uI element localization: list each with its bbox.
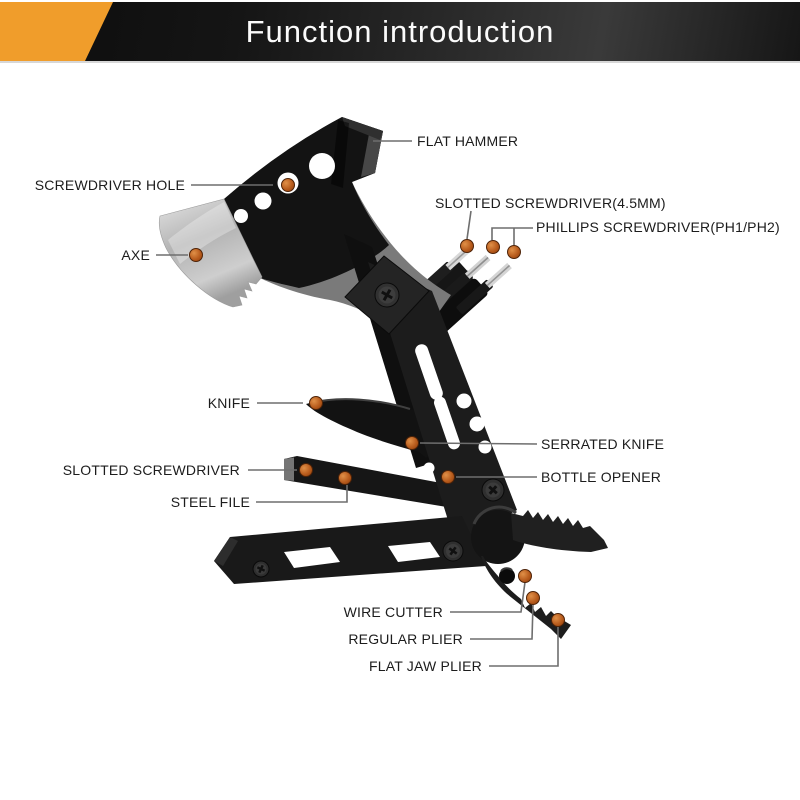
leader-flat-jaw-plier	[489, 626, 559, 667]
head-hole-large	[309, 153, 335, 179]
axe-blade-icon	[158, 198, 263, 308]
hammer-head-icon	[361, 131, 383, 177]
callout-axe: AXE	[121, 247, 150, 263]
leader-steel-file	[256, 485, 348, 503]
leader-regular-plier	[470, 603, 534, 640]
callout-wire-cutter: WIRE CUTTER	[343, 604, 443, 620]
dot-phillips-2	[507, 245, 521, 259]
handle-slot-cutout	[284, 547, 340, 568]
leader-wire-cutter	[450, 581, 526, 613]
dot-steel-file	[338, 471, 352, 485]
head-hole-smallest	[234, 209, 248, 223]
dot-regular-plier	[526, 591, 540, 605]
handle-hole	[478, 440, 492, 454]
handle-hole	[469, 416, 485, 432]
plier-upper-jaw	[511, 510, 608, 552]
dot-phillips-1	[486, 240, 500, 254]
dot-knife	[309, 396, 323, 410]
dot-screwdriver-hole	[281, 178, 295, 192]
boss-highlight	[472, 505, 517, 525]
callout-knife: KNIFE	[207, 395, 250, 411]
hammer-top-bevel	[342, 117, 383, 140]
callout-bottle-opener: BOTTLE OPENER	[541, 469, 662, 485]
dot-axe	[189, 248, 203, 262]
plier-pivot-boss	[471, 510, 525, 564]
blade-highlight	[168, 202, 236, 264]
bottle-opener-notch	[423, 462, 435, 474]
callout-dots	[189, 178, 565, 627]
handle-end-cap	[214, 537, 238, 566]
screw-icon	[252, 560, 270, 578]
callout-serrated-knife: SERRATED KNIFE	[541, 436, 665, 452]
handle-slot-cutout	[388, 542, 440, 562]
handle-hole	[456, 393, 472, 409]
hammer-crease	[331, 120, 349, 188]
dot-slotted	[299, 463, 313, 477]
rivet-highlight	[500, 567, 513, 572]
callout-phillips-screwdriver: PHILLIPS SCREWDRIVER(PH1/PH2)	[536, 219, 780, 235]
callout-screwdriver-hole: SCREWDRIVER HOLE	[34, 177, 185, 193]
jaw-rivet	[499, 568, 515, 584]
leader-slotted-45	[466, 210, 472, 240]
dot-bottle-opener	[441, 470, 455, 484]
handle-slot-cutout	[434, 396, 460, 450]
callout-slotted-screwdriver: SLOTTED SCREWDRIVER	[62, 462, 240, 478]
file-tool-icon	[284, 456, 492, 514]
lower-handle	[214, 516, 486, 584]
title-bar: Function introduction	[0, 2, 800, 63]
callout-regular-plier: REGULAR PLIER	[348, 631, 463, 647]
dot-flat-jaw-plier	[551, 613, 565, 627]
handle-slot-cutout	[415, 344, 443, 400]
callout-flat-hammer: FLAT HAMMER	[417, 133, 519, 149]
dot-wire-cutter	[518, 569, 532, 583]
leader-lines	[156, 140, 559, 667]
callout-steel-file: STEEL FILE	[170, 494, 250, 510]
dot-serrated-knife	[405, 436, 419, 450]
dot-slotted-45	[460, 239, 474, 253]
screw-icon	[442, 540, 464, 562]
head-hole-small	[254, 192, 272, 210]
screw-icon	[481, 478, 505, 502]
leader-phillips-a	[491, 227, 533, 240]
page-title: Function introduction	[245, 13, 555, 49]
plier-lower-jaw	[481, 556, 571, 639]
callout-slotted-screwdriver-45mm: SLOTTED SCREWDRIVER(4.5MM)	[435, 195, 666, 211]
callout-flat-jaw-plier: FLAT JAW PLIER	[368, 658, 482, 674]
leader-serrated-knife	[419, 442, 538, 445]
screw-icon	[374, 282, 400, 308]
